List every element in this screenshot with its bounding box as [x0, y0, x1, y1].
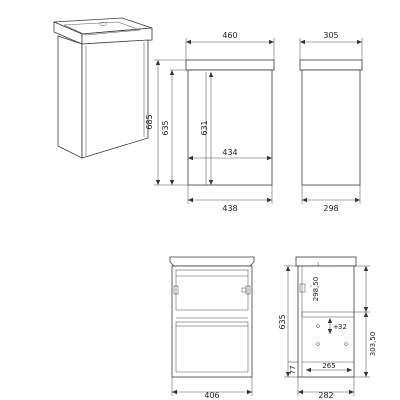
front-section-view [169, 256, 255, 396]
dim-bottom-side-lower: 303,50 [369, 332, 377, 357]
dim-bottom-side-offset-plus: + [333, 323, 339, 331]
front-view-top [154, 38, 275, 204]
dim-top-side-depth: 305 [323, 31, 338, 40]
dim-top-side-body-depth: 298 [323, 204, 338, 213]
dim-bottom-front-height: 635 [278, 314, 287, 329]
dim-bottom-side-inner-width: 265 [322, 362, 335, 370]
dim-bottom-front-width: 406 [204, 391, 219, 400]
dim-top-front-body-height: 635 [161, 120, 170, 135]
dim-top-front-door-height: 631 [200, 120, 209, 135]
dim-bottom-side-upper: 298,50 [312, 277, 320, 302]
side-section-view [284, 256, 370, 396]
dim-top-front-width: 460 [222, 31, 237, 40]
dim-top-front-total-height: 685 [145, 114, 154, 129]
side-view-top [299, 38, 363, 204]
dim-bottom-foot: 77 [289, 366, 297, 375]
dim-top-front-body-width: 438 [222, 204, 237, 213]
dim-bottom-side-outer-width: 282 [318, 391, 333, 400]
cabinet-perspective-view [53, 17, 153, 159]
dim-top-front-door-width: 434 [222, 148, 237, 157]
dim-bottom-side-offset: 32 [338, 323, 347, 331]
